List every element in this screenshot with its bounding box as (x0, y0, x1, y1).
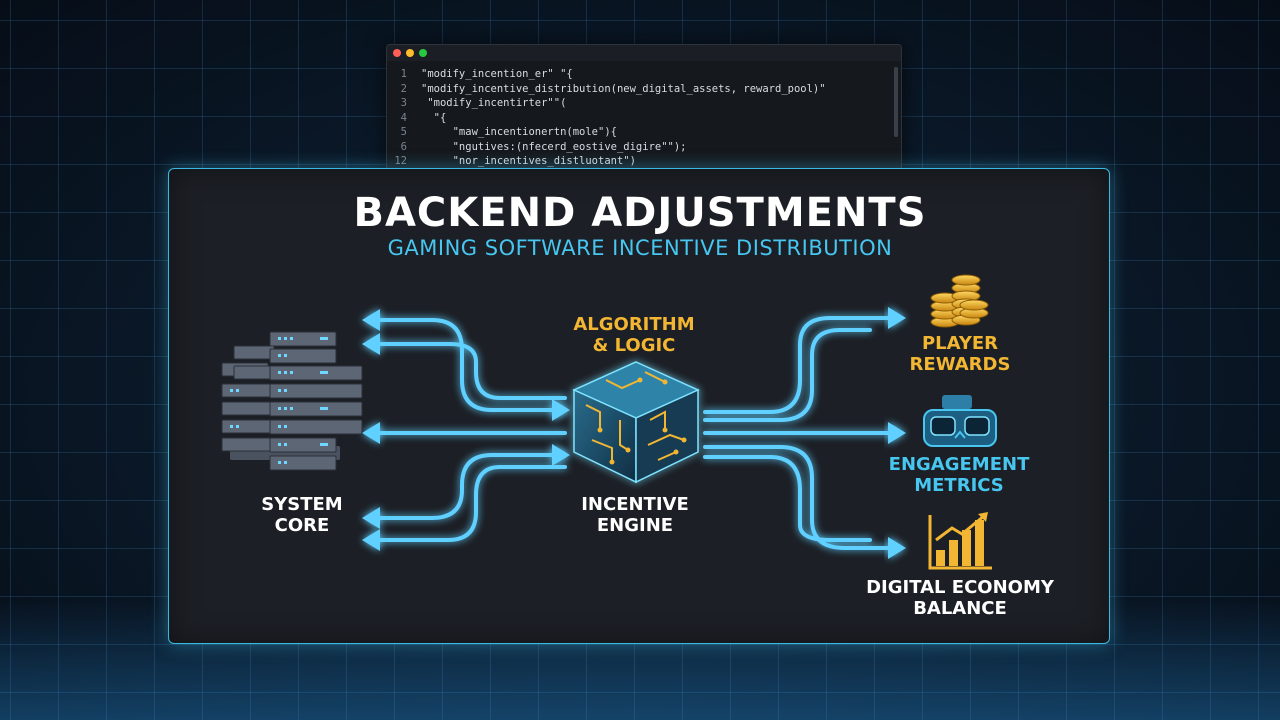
label-line: & LOGIC (592, 335, 676, 356)
algorithm-logic-label: ALGORITHM & LOGIC (554, 314, 714, 356)
label-line: SYSTEM (261, 494, 343, 515)
arrow-left-icon (362, 422, 380, 444)
arrow-left-icon (362, 333, 380, 355)
arrow-left-icon (362, 529, 380, 551)
arrow-right-icon (552, 444, 570, 466)
label-line: CORE (274, 515, 330, 536)
label-line: REWARDS (909, 354, 1011, 375)
vr-headset-icon (923, 395, 997, 447)
flow-path (373, 318, 567, 412)
code-text: "modify_incentirter""( (421, 97, 567, 109)
code-line: 1 "modify_incention_er" "{ (387, 67, 901, 82)
arrow-right-icon (888, 307, 906, 329)
label-line: DIGITAL ECONOMY (866, 577, 1054, 598)
code-line: 4 "{ (387, 111, 901, 126)
code-text: "nor_incentives_distluotant") (421, 155, 636, 167)
flow-path (703, 328, 872, 422)
arrow-right-icon (888, 537, 906, 559)
line-number: 5 (400, 126, 407, 138)
label-line: ENGAGEMENT (888, 454, 1030, 475)
line-number: 6 (400, 140, 407, 153)
code-line: 2 "modify_incentive_distribution(new_digi… (387, 82, 901, 97)
label-line: METRICS (914, 475, 1004, 496)
code-line: 3 "modify_incentirter""( (387, 96, 901, 111)
arrow-left-icon (362, 309, 380, 331)
system-core-label: SYSTEM CORE (242, 494, 362, 536)
label-line: ENGINE (596, 515, 674, 536)
flow-path (373, 453, 567, 520)
code-scrollbar[interactable] (894, 67, 898, 137)
right-arrowheads (888, 307, 906, 559)
minimize-window-dot[interactable] (406, 49, 414, 57)
left-arrowheads (362, 309, 570, 551)
label-line: INCENTIVE (581, 494, 689, 515)
line-number: 12 (394, 155, 407, 167)
label-line: PLAYER (921, 333, 999, 354)
player-rewards-label: PLAYER REWARDS (890, 333, 1030, 375)
coin-stacks-icon (930, 274, 989, 328)
digital-economy-label: DIGITAL ECONOMY BALANCE (850, 577, 1070, 619)
circuit-cube-icon (572, 361, 700, 484)
flow-path (703, 455, 872, 542)
bar-chart-growth-icon (928, 512, 992, 570)
code-text: "modify_incentive_distribution(new_digit… (421, 82, 826, 95)
arrow-left-icon (362, 507, 380, 529)
server-rack-icon (221, 331, 363, 471)
code-text: "maw_incentionertn(mole"){ (421, 126, 617, 138)
right-flow-paths (703, 316, 890, 550)
line-number: 4 (400, 111, 407, 124)
left-flow-paths (373, 318, 567, 542)
code-text: "modify_incention_er" "{ (421, 68, 573, 80)
code-line: 12 "nor_incentives_distluotant") (387, 154, 901, 169)
code-editor-titlebar (387, 45, 901, 61)
arrow-right-icon (888, 422, 906, 444)
engagement-metrics-label: ENGAGEMENT METRICS (870, 454, 1048, 496)
arrow-right-icon (552, 399, 570, 421)
line-number: 3 (400, 97, 407, 109)
line-number: 1 (400, 68, 407, 80)
label-line: ALGORITHM (573, 314, 695, 335)
flow-path (703, 316, 890, 414)
incentive-engine-label: INCENTIVE ENGINE (560, 494, 710, 536)
code-line: 6 "ngutives:(nfecerd_eostive_digire""); (387, 140, 901, 155)
code-text: "ngutives:(nfecerd_eostive_digire""); (421, 140, 687, 153)
maximize-window-dot[interactable] (419, 49, 427, 57)
line-number: 2 (400, 82, 407, 95)
flow-path (373, 342, 567, 400)
code-text: "{ (421, 111, 447, 124)
flow-path (703, 445, 890, 550)
code-lines: 1 "modify_incention_er" "{ 2 "modify_incen… (387, 61, 901, 169)
page-title: BACKEND ADJUSTMENTS (353, 190, 927, 236)
code-editor-window: 1 "modify_incention_er" "{ 2 "modify_incen… (386, 44, 902, 186)
page-subtitle: GAMING SOFTWARE INCENTIVE DISTRIBUTION (387, 236, 893, 260)
close-window-dot[interactable] (393, 49, 401, 57)
flow-path (373, 465, 567, 542)
label-line: BALANCE (913, 598, 1007, 619)
code-line: 5 "maw_incentionertn(mole"){ (387, 125, 901, 140)
